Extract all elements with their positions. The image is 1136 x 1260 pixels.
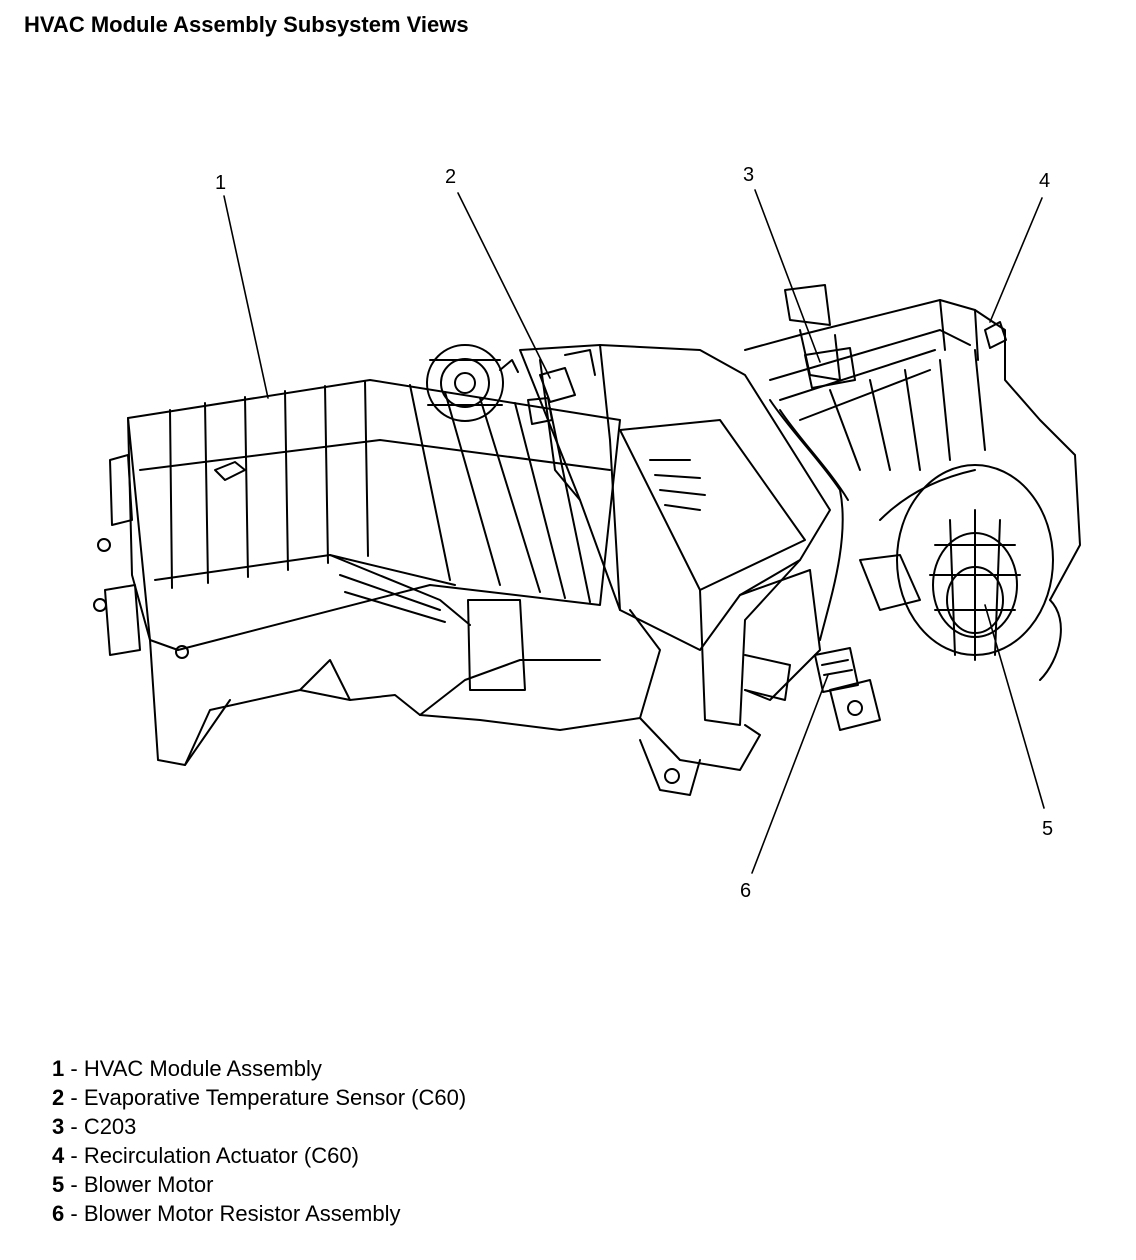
- leader-line-3: [754, 189, 821, 363]
- legend-separator: -: [64, 1143, 84, 1168]
- page-title: HVAC Module Assembly Subsystem Views: [24, 12, 469, 37]
- legend-separator: -: [64, 1056, 84, 1081]
- legend-label: Blower Motor: [83, 1172, 214, 1197]
- leader-line-5: [984, 604, 1045, 809]
- callout-5: 5: [1042, 818, 1054, 840]
- legend-number: 2: [52, 1085, 65, 1110]
- parts-legend: 1 - HVAC Module Assembly 2 - Evaporative…: [52, 1054, 466, 1228]
- legend-item: 4 - Recirculation Actuator (C60): [52, 1141, 466, 1170]
- legend-label: Recirculation Actuator (C60): [83, 1143, 359, 1168]
- blower-motor: [859, 464, 1062, 681]
- callout-3: 3: [743, 164, 755, 186]
- leader-lines: [223, 189, 1045, 874]
- evaporative-temperature-sensor: [426, 344, 596, 425]
- legend-item: 2 - Evaporative Temperature Sensor (C60): [52, 1083, 466, 1112]
- legend-number: 5: [52, 1172, 65, 1197]
- legend-separator: -: [64, 1114, 84, 1139]
- recirculation-housing: [744, 284, 1081, 641]
- legend-number: 6: [52, 1201, 65, 1226]
- legend-number: 4: [52, 1143, 65, 1168]
- legend-label: Blower Motor Resistor Assembly: [83, 1201, 401, 1226]
- leader-line-2: [457, 192, 551, 379]
- legend-number: 1: [52, 1056, 65, 1081]
- legend-separator: -: [64, 1201, 84, 1226]
- callout-6: 6: [740, 880, 752, 902]
- leader-line-1: [223, 195, 269, 399]
- legend-separator: -: [64, 1085, 84, 1110]
- leader-line-6: [751, 674, 829, 874]
- legend-item: 1 - HVAC Module Assembly: [52, 1054, 466, 1083]
- legend-separator: -: [64, 1172, 84, 1197]
- hvac-housing-left: [93, 379, 661, 766]
- callout-2: 2: [445, 166, 457, 188]
- legend-item: 6 - Blower Motor Resistor Assembly: [52, 1199, 466, 1228]
- blower-motor-resistor: [814, 647, 859, 693]
- legend-item: 3 - C203: [52, 1112, 466, 1141]
- legend-label: C203: [83, 1114, 137, 1139]
- legend-label: Evaporative Temperature Sensor (C60): [83, 1085, 467, 1110]
- legend-item: 5 - Blower Motor: [52, 1170, 466, 1199]
- legend-label: HVAC Module Assembly: [83, 1056, 322, 1081]
- leader-line-4: [989, 197, 1043, 323]
- hvac-module-drawing: [93, 189, 1081, 874]
- callout-4: 4: [1039, 170, 1051, 192]
- legend-number: 3: [52, 1114, 65, 1139]
- callout-1: 1: [215, 172, 227, 194]
- evaporator-case: [519, 344, 881, 796]
